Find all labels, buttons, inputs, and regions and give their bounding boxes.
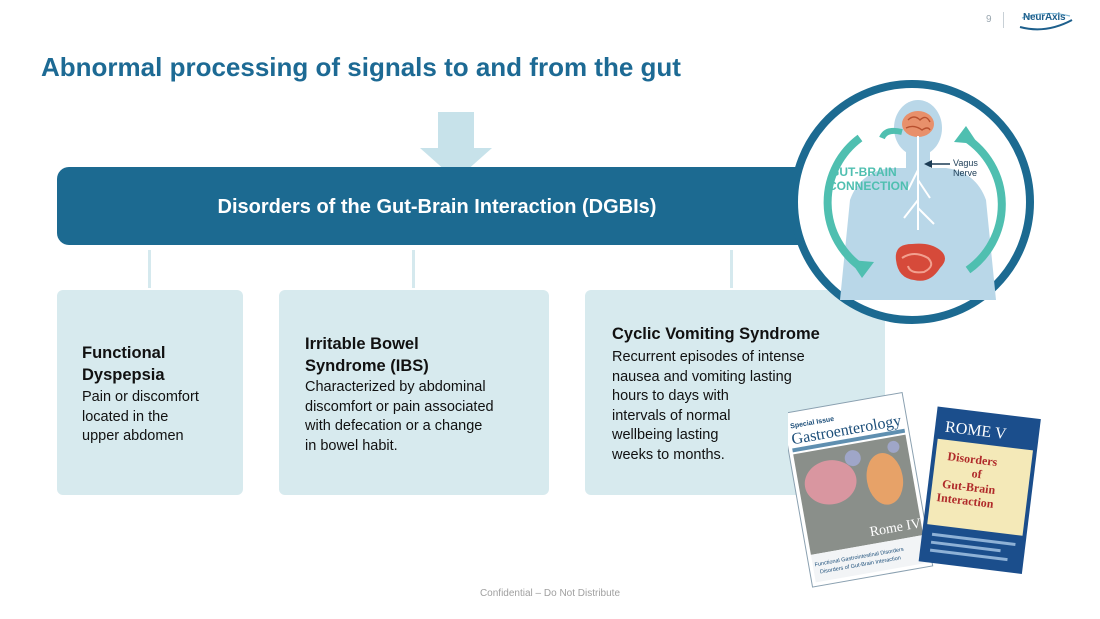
- connector-line: [730, 250, 733, 288]
- gut-brain-label: CONNECTION: [828, 179, 909, 193]
- book-covers: Special Issue Gastroenterology Rome IV F…: [788, 391, 1041, 588]
- book2-line: Interaction: [936, 490, 995, 511]
- card-functional-dyspepsia: [57, 290, 243, 495]
- confidential-footer: Confidential – Do Not Distribute: [479, 588, 621, 599]
- connector-line: [148, 250, 151, 288]
- dgbi-banner-label: Disorders of the Gut-Brain Interaction (…: [217, 196, 657, 218]
- gastroenterology-book-cover: Special Issue Gastroenterology Rome IV F…: [788, 391, 934, 588]
- book2-line: Disorders: [947, 449, 999, 469]
- dgbi-banner: [57, 167, 847, 245]
- logo-text: NeurAxis: [1023, 12, 1066, 23]
- card-ibs: [279, 290, 549, 495]
- header-divider: [1003, 12, 1004, 28]
- rome-v-book-cover: ROME V Disorders of Gut-Brain Interactio…: [918, 406, 1041, 574]
- card-body: Recurrent episodes of intense nausea and…: [612, 349, 805, 463]
- gut-brain-label: GUT-BRAIN: [830, 165, 897, 179]
- card-body: Pain or discomfort located in the upper …: [82, 389, 199, 444]
- gut-icon: [895, 243, 945, 281]
- brain-icon: [902, 111, 934, 137]
- vagus-label: Nerve: [953, 168, 977, 178]
- card-title: Functional Dyspepsia: [82, 344, 166, 384]
- book2-line: of: [971, 466, 984, 481]
- card-title: Irritable Bowel Syndrome (IBS): [305, 335, 429, 375]
- page-number: 9: [986, 14, 992, 25]
- card-title: Cyclic Vomiting Syndrome: [612, 325, 820, 343]
- card-body: Characterized by abdominal discomfort or…: [305, 379, 494, 454]
- connector-line: [412, 250, 415, 288]
- book2-line: Gut-Brain: [941, 477, 996, 497]
- vagus-label: Vagus: [953, 158, 978, 168]
- neuraxis-logo: [1019, 12, 1073, 31]
- down-arrow-icon: [420, 112, 492, 180]
- page-title: Abnormal processing of signals to and fr…: [41, 52, 681, 82]
- gut-brain-illustration: Vagus Nerve GUT-BRAIN CONNECTION: [790, 80, 1034, 324]
